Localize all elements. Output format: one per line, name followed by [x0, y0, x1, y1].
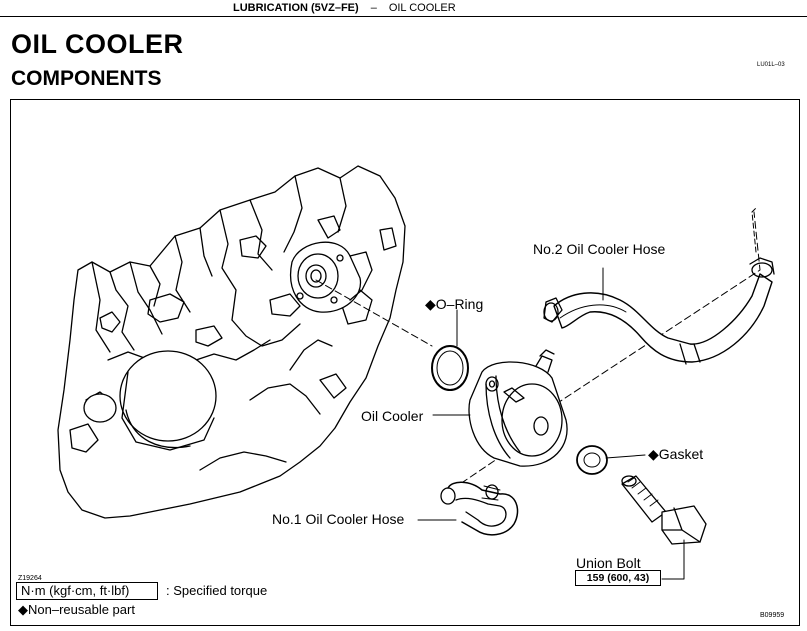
- torque-legend-desc: : Specified torque: [166, 583, 268, 598]
- page-header: LUBRICATION (5VZ–FE)–OIL COOLER: [233, 0, 533, 17]
- figure-code-left: Z19264: [18, 575, 42, 582]
- diagram-frame: [10, 99, 800, 626]
- page-subtitle: COMPONENTS: [11, 67, 162, 90]
- gasket-label: ◆Gasket: [648, 446, 704, 462]
- alignment-line: [315, 279, 433, 347]
- leader-lines: [417, 267, 685, 580]
- no1-hose-label: No.1 Oil Cooler Hose: [272, 511, 405, 527]
- oil-filter: [83, 350, 217, 451]
- o-ring-label: ◆O–Ring: [425, 296, 484, 312]
- non-reusable-legend: ◆Non–reusable part: [18, 602, 135, 617]
- header-separator: –: [370, 2, 377, 14]
- oil-cooler-body: [468, 349, 568, 467]
- union-bolt: [621, 475, 707, 545]
- o-ring: [431, 345, 469, 391]
- no2-oil-cooler-hose: [543, 207, 775, 365]
- union-bolt-torque: 159 (600, 43): [575, 570, 661, 586]
- union-bolt-label: Union Bolt: [576, 555, 641, 571]
- union-bolt-leader: [661, 539, 685, 580]
- page-title: OIL COOLER: [11, 29, 184, 59]
- header-rule: [0, 16, 807, 17]
- no1-oil-cooler-hose: [440, 481, 519, 536]
- header-subsection: OIL COOLER: [388, 2, 456, 14]
- gasket: [576, 445, 608, 475]
- no2-hose-label: No.2 Oil Cooler Hose: [533, 241, 666, 257]
- torque-legend-box: N·m (kgf·cm, ft·lbf): [16, 582, 158, 600]
- figure-code-right: B09959: [760, 612, 785, 619]
- engine-block: [57, 165, 406, 519]
- page-code: LU01L–03: [757, 62, 785, 68]
- oil-cooler-label: Oil Cooler: [361, 408, 424, 424]
- gasket-leader: [605, 454, 646, 459]
- header-section: LUBRICATION (5VZ–FE): [233, 2, 359, 14]
- cooler-mount-boss: [290, 241, 373, 313]
